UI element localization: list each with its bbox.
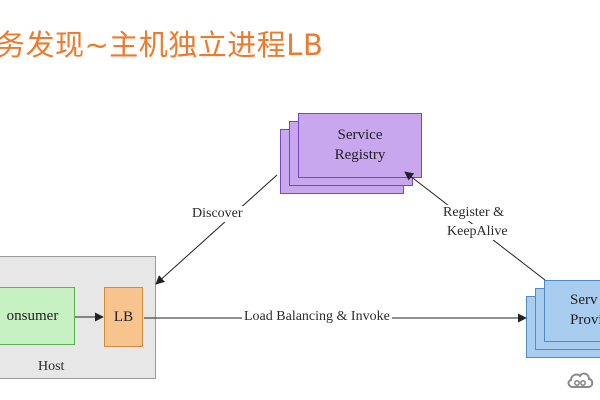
cloud-icon: [567, 372, 594, 388]
register-label-line1: Register &: [441, 205, 507, 221]
register-label-line2: KeepAlive: [445, 224, 510, 240]
consumer-label: onsumer: [6, 308, 59, 324]
service-provider-node: Serv Provi: [544, 280, 600, 342]
slide-title: 务发现~主机独立进程LB: [0, 28, 324, 62]
service-registry-node: Service Registry: [298, 113, 422, 178]
registry-label-line2: Registry: [334, 147, 386, 163]
provider-label-line2: Provi: [570, 312, 600, 328]
provider-label-line1: Serv: [570, 292, 598, 308]
lb-label: LB: [113, 309, 134, 325]
registry-label-line1: Service: [337, 127, 383, 143]
discover-label: Discover: [190, 206, 245, 222]
host-label: Host: [38, 359, 65, 374]
lb-node: LB: [104, 287, 143, 347]
invoke-label: Load Balancing & Invoke: [242, 309, 392, 325]
discover-arrow: [155, 174, 278, 285]
consumer-node: onsumer: [0, 287, 75, 345]
